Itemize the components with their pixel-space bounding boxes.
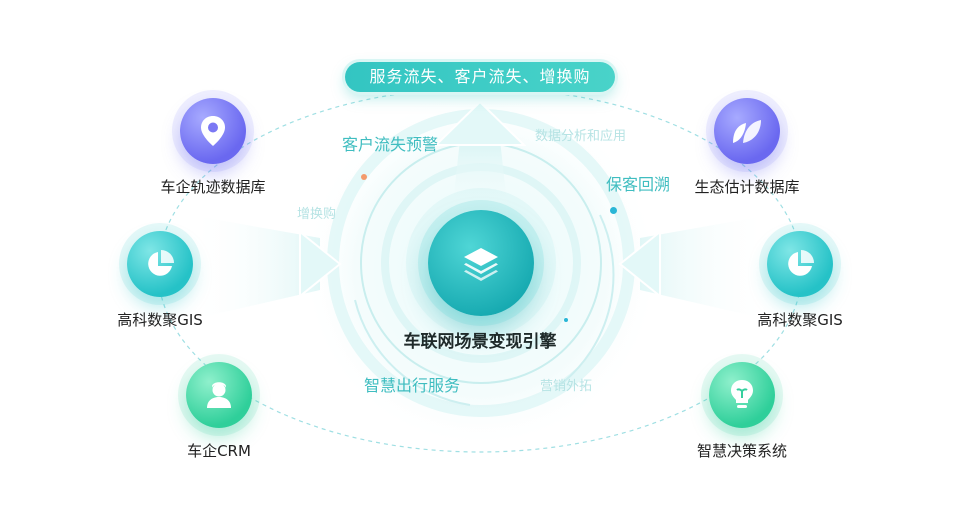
right-arrow: [618, 229, 661, 299]
node-circle: [186, 362, 252, 428]
node-circle: [709, 362, 775, 428]
label-data-analysis: 数据分析和应用: [535, 129, 627, 144]
node-vehicle-trajectory-db: 车企轨迹数据库: [143, 98, 283, 197]
ring-arc-left: [354, 299, 471, 406]
decor-dot-orange: [361, 174, 367, 180]
label-smart-travel: 智慧出行服务: [364, 376, 461, 395]
layers-icon: [464, 248, 498, 281]
decor-dot-small: [564, 318, 568, 322]
node-label: 车企轨迹数据库: [160, 178, 266, 196]
node-gis-right: 高科数聚GIS: [730, 231, 870, 330]
label-customer-churn-warning: 客户流失预警: [342, 135, 439, 154]
node-smart-decision: 智慧决策系统: [672, 362, 812, 461]
node-ecology-db: 生态估计数据库: [677, 98, 817, 197]
leaves-icon: [733, 120, 761, 143]
node-circle: [127, 231, 193, 297]
location-pin-icon: [201, 116, 225, 146]
label-replacement: 增换购: [297, 207, 337, 222]
person-icon: [207, 382, 231, 408]
left-arrow: [299, 229, 342, 299]
decor-dot-blue: [610, 207, 617, 214]
node-circle: [180, 98, 246, 164]
node-circle: [767, 231, 833, 297]
node-label: 高科数聚GIS: [117, 311, 203, 329]
node-label: 生态估计数据库: [694, 178, 800, 196]
node-label: 高科数聚GIS: [757, 311, 843, 329]
node-label: 车企CRM: [187, 442, 251, 460]
label-retention-tracing: 保客回溯: [606, 175, 671, 194]
up-beam: [450, 140, 510, 230]
node-label: 智慧决策系统: [696, 442, 787, 460]
center-engine-label: 车联网场景变现引擎: [403, 332, 557, 352]
node-crm: 车企CRM: [149, 362, 289, 461]
left-beam: [190, 215, 320, 320]
label-marketing-expansion: 营销外拓: [540, 379, 593, 394]
pie-chart-icon: [788, 250, 814, 276]
node-gis-left: 高科数聚GIS: [90, 231, 230, 330]
node-circle: [714, 98, 780, 164]
top-banner: 服务流失、客户流失、增换购: [345, 62, 615, 92]
lightbulb-icon: [731, 380, 753, 408]
up-arrow: [433, 100, 527, 146]
ring-arc-right: [559, 214, 615, 386]
pie-chart-icon: [148, 250, 174, 276]
center-engine: [428, 210, 534, 316]
right-beam: [640, 215, 770, 320]
